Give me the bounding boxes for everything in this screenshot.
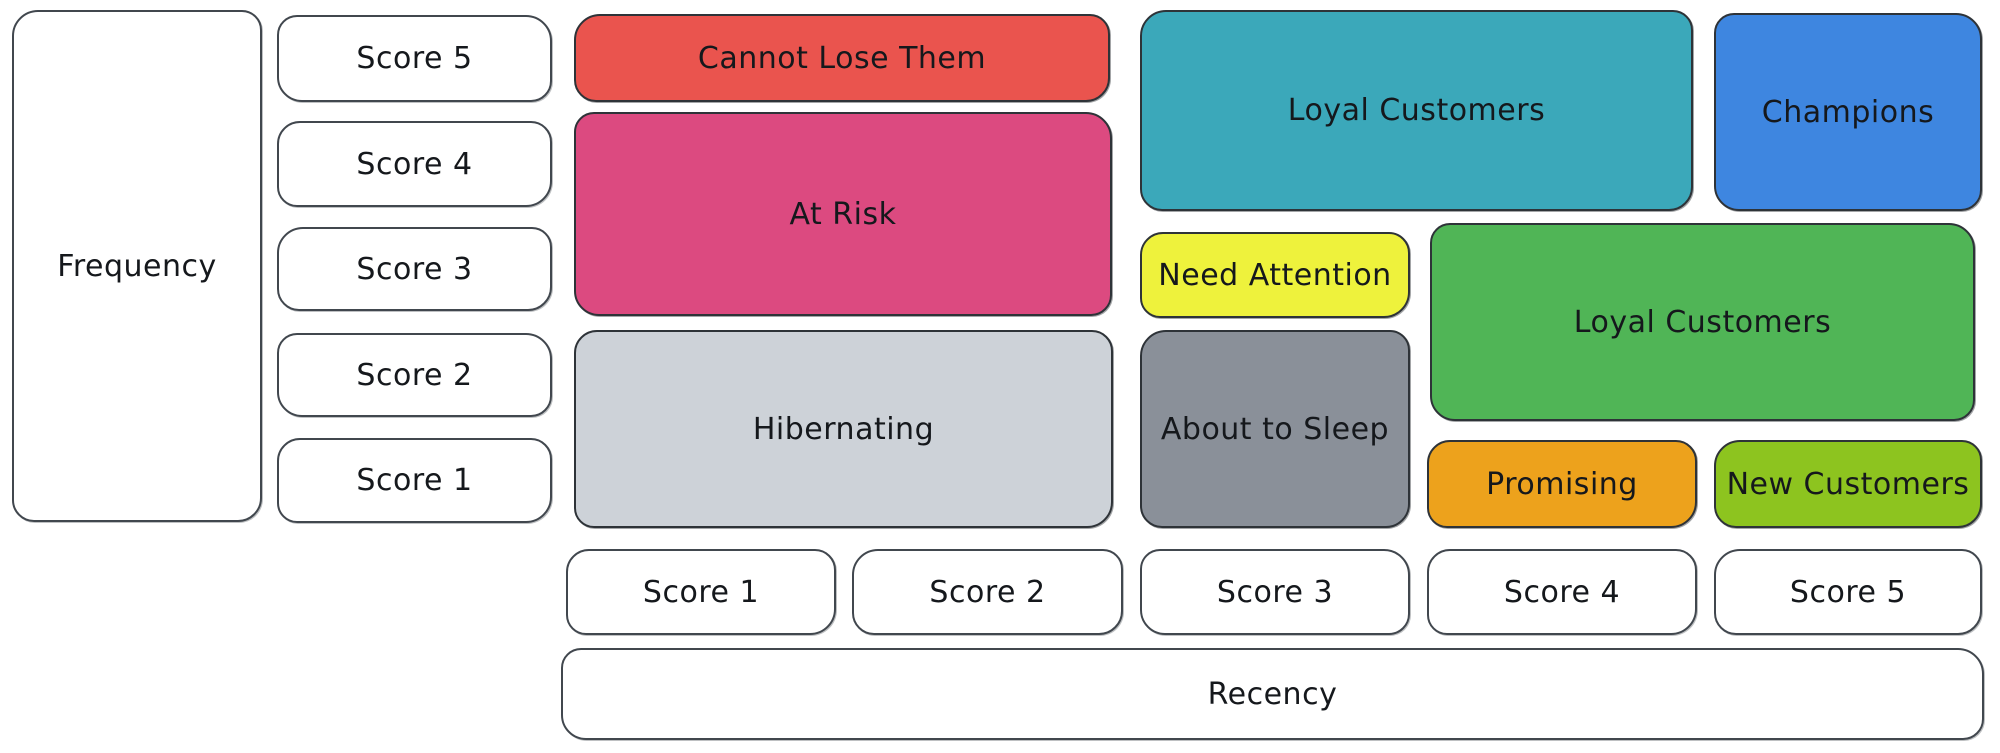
segment-loyal-customers-mid: Loyal Customers (1430, 223, 1975, 421)
frequency-score-4: Score 4 (277, 121, 552, 207)
segment-about-to-sleep: About to Sleep (1140, 330, 1410, 528)
recency-score-5: Score 5 (1714, 549, 1982, 635)
recency-score-1: Score 1 (566, 549, 836, 635)
segment-need-attention: Need Attention (1140, 232, 1410, 318)
recency-score-2: Score 2 (852, 549, 1123, 635)
segment-cannot-lose-them: Cannot Lose Them (574, 14, 1110, 102)
frequency-score-5: Score 5 (277, 15, 552, 102)
segment-promising: Promising (1427, 440, 1697, 528)
segment-champions: Champions (1714, 13, 1982, 211)
frequency-score-1: Score 1 (277, 438, 552, 523)
recency-axis-label: Recency (561, 648, 1984, 740)
segment-loyal-customers-top: Loyal Customers (1140, 10, 1693, 211)
segment-hibernating: Hibernating (574, 330, 1113, 528)
frequency-axis-label: Frequency (12, 10, 262, 522)
segment-new-customers: New Customers (1714, 440, 1982, 528)
segment-at-risk: At Risk (574, 112, 1112, 316)
recency-score-3: Score 3 (1140, 549, 1410, 635)
frequency-score-2: Score 2 (277, 333, 552, 417)
frequency-score-3: Score 3 (277, 227, 552, 311)
recency-score-4: Score 4 (1427, 549, 1697, 635)
